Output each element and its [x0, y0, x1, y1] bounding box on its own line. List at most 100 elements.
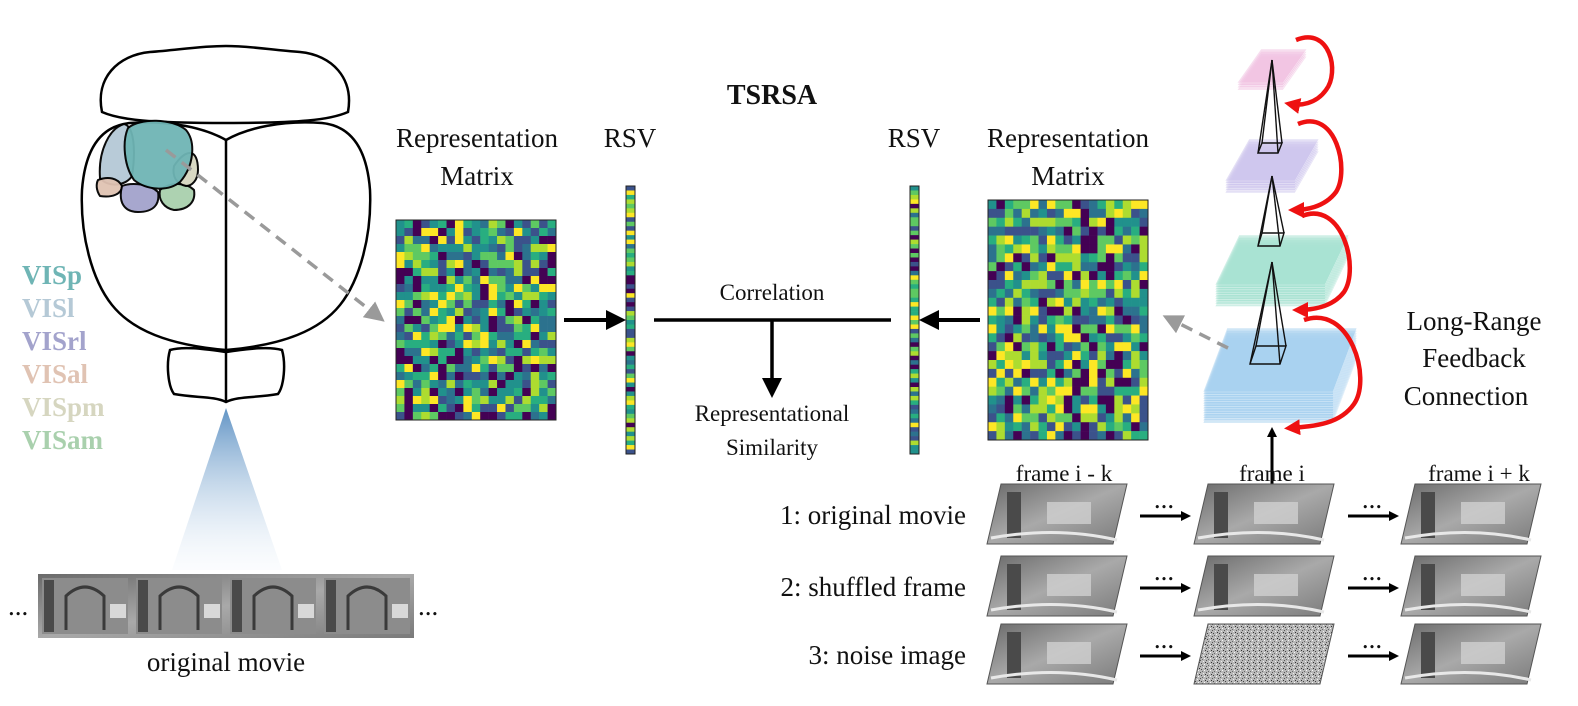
matrix-cell: [454, 284, 464, 293]
matrix-border: [395, 219, 557, 421]
matrix-cell: [1122, 404, 1132, 414]
matrix-cell: [438, 276, 447, 285]
matrix-cell: [497, 228, 506, 237]
matrix-cell: [1080, 395, 1090, 405]
matrix-cell: [1131, 324, 1140, 334]
matrix-cell: [522, 388, 532, 397]
matrix-cell: [438, 356, 447, 365]
matrix-cell: [480, 316, 489, 325]
matrix-cell: [454, 356, 464, 365]
matrix-cell: [497, 276, 506, 285]
matrix-cell: [996, 368, 1006, 379]
matrix-cell: [446, 412, 456, 421]
matrix-cell: [463, 300, 473, 309]
matrix-cell: [1063, 377, 1073, 387]
matrix-cell: [1038, 262, 1048, 272]
matrix-cell: [513, 372, 523, 381]
matrix-cell: [1038, 288, 1048, 299]
matrix-cell: [396, 284, 405, 293]
area-label-visal: VISal: [22, 359, 89, 389]
matrix-cell: [446, 356, 456, 365]
rsv-cell: [626, 257, 635, 263]
matrix-cell: [1038, 280, 1048, 290]
matrix-cell: [438, 292, 447, 301]
matrix-cell: [996, 244, 1006, 254]
matrix-cell: [480, 340, 489, 349]
matrix-cell: [1114, 377, 1124, 387]
matrix-cell: [412, 324, 422, 333]
matrix-cell: [497, 340, 506, 349]
receptive-field-edge: [1271, 59, 1279, 154]
matrix-cell: [522, 404, 532, 413]
strip-frame-arch: [158, 585, 200, 630]
visual-areas: [95, 119, 200, 214]
matrix-cell: [429, 372, 439, 381]
sequence-dots: ...: [1154, 484, 1174, 514]
matrix-cell: [1013, 368, 1022, 379]
rsv-cell: [626, 288, 635, 294]
frame-detail: [1197, 531, 1325, 542]
matrix-cell: [1038, 404, 1048, 414]
right-rsv-vector: [909, 185, 920, 455]
matrix-cell: [1097, 200, 1107, 210]
frame-detail: [990, 603, 1118, 614]
matrix-cell: [429, 348, 439, 357]
rsv-cell: [626, 275, 635, 281]
matrix-cell: [1131, 333, 1140, 343]
sequence-dots: ...: [1362, 556, 1382, 586]
matrix-cell: [1097, 324, 1107, 334]
matrix-cell: [446, 380, 456, 389]
matrix-cell: [522, 244, 532, 253]
matrix-cell: [471, 268, 481, 277]
matrix-cell: [1139, 342, 1149, 352]
matrix-cell: [1072, 333, 1081, 343]
matrix-cell: [463, 372, 473, 381]
matrix-cell: [539, 404, 548, 413]
matrix-cell: [1046, 351, 1056, 361]
matrix-cell: [1089, 368, 1098, 379]
matrix-cell: [1055, 200, 1065, 210]
matrix-cell: [505, 412, 515, 421]
matrix-cell: [404, 372, 414, 381]
rsv-cell: [910, 328, 919, 334]
matrix-cell: [547, 244, 557, 253]
matrix-cell: [539, 300, 548, 309]
rsv-cell: [910, 391, 919, 397]
matrix-cell: [988, 226, 997, 236]
matrix-cell: [1030, 333, 1039, 343]
matrix-cell: [1046, 368, 1056, 379]
matrix-cell: [480, 324, 489, 333]
matrix-cell: [412, 340, 422, 349]
matrix-cell: [1080, 306, 1090, 316]
matrix-cell: [1080, 413, 1090, 423]
matrix-cell: [429, 268, 439, 277]
matrix-cell: [1122, 208, 1132, 219]
matrix-cell: [446, 396, 456, 405]
matrix-cell: [1131, 360, 1140, 370]
matrix-cell: [1114, 280, 1124, 290]
matrix-cell: [1072, 253, 1081, 263]
matrix-cell: [522, 308, 532, 317]
rsv-cell: [910, 226, 919, 231]
matrix-cell: [421, 404, 430, 413]
sequence-dots: ...: [1362, 484, 1382, 514]
matrix-cell: [1021, 253, 1031, 263]
matrix-cell: [1030, 200, 1039, 210]
left-matrix-title-line1: Representation: [396, 123, 558, 153]
matrix-cell: [1097, 253, 1107, 263]
matrix-cell: [429, 364, 439, 373]
rsv-cell: [910, 288, 919, 294]
matrix-cell: [497, 348, 506, 357]
area-label-visl: VISl: [22, 293, 75, 323]
matrix-cell: [1013, 306, 1022, 316]
matrix-cell: [1122, 288, 1132, 299]
matrix-cell: [996, 404, 1006, 414]
matrix-cell: [996, 288, 1006, 299]
matrix-cell: [988, 431, 997, 441]
matrix-cell: [1038, 333, 1048, 343]
matrix-cell: [497, 236, 506, 245]
matrix-cell: [438, 308, 447, 317]
rsv-cell: [626, 355, 635, 361]
matrix-cell: [988, 360, 997, 370]
matrix-cell: [1080, 351, 1090, 361]
